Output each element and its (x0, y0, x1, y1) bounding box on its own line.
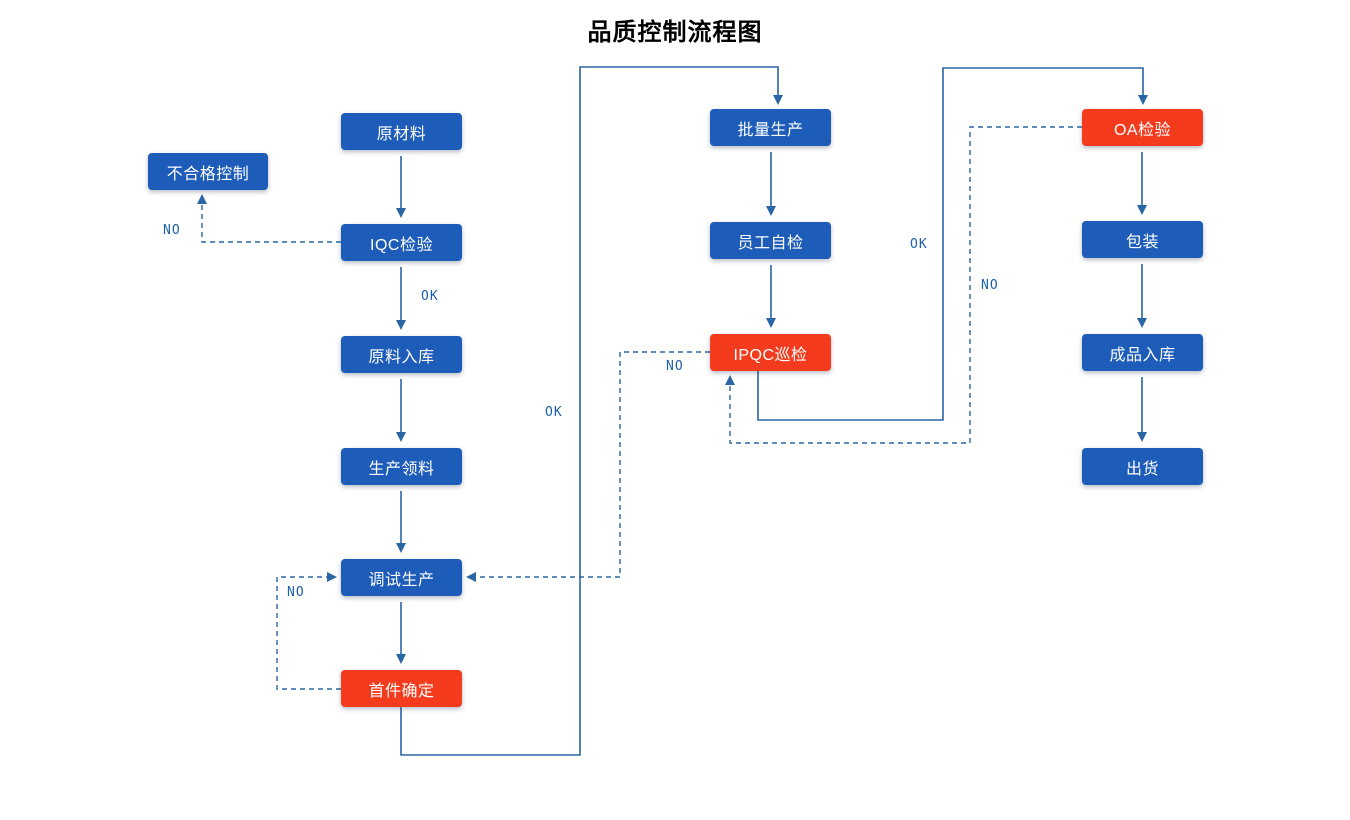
edge-ipqc-ok-to-oa (757, 67, 1148, 421)
node-ipqc-patrol-inspection: IPQC巡检 (710, 334, 831, 371)
node-employee-self-inspection: 员工自检 (710, 222, 831, 259)
node-iqc-inspection: IQC检验 (341, 224, 462, 261)
edge-first-article-no-to-trial (276, 572, 341, 690)
node-batch-production: 批量生产 (710, 109, 831, 146)
node-raw-material: 原材料 (341, 113, 462, 150)
node-shipping: 出货 (1082, 448, 1203, 485)
edge-label-ipqc-pass: OK (910, 237, 928, 252)
edge-iqc-no-to-nonconforming (197, 194, 341, 243)
edge-label-first-article-fail: NO (287, 585, 305, 600)
node-first-article-confirmation: 首件确定 (341, 670, 462, 707)
edge-label-first-article-pass: OK (545, 405, 563, 420)
edge-first-article-ok-to-batch (400, 66, 783, 756)
edge-label-oa-fail: NO (981, 278, 999, 293)
node-raw-material-storage: 原料入库 (341, 336, 462, 373)
edge-label-ipqc-fail: NO (666, 359, 684, 374)
node-packaging: 包装 (1082, 221, 1203, 258)
node-finished-goods-storage: 成品入库 (1082, 334, 1203, 371)
node-trial-production: 调试生产 (341, 559, 462, 596)
diagram-title: 品质控制流程图 (587, 20, 763, 46)
edge-label-iqc-fail: NO (163, 223, 181, 238)
edge-oa-no-to-ipqc (725, 126, 1082, 444)
node-nonconforming-control: 不合格控制 (148, 153, 268, 190)
node-oa-inspection: OA检验 (1082, 109, 1203, 146)
edge-label-iqc-pass: OK (421, 289, 439, 304)
node-production-picking: 生产领料 (341, 448, 462, 485)
edge-ipqc-no-to-trial (466, 351, 710, 582)
